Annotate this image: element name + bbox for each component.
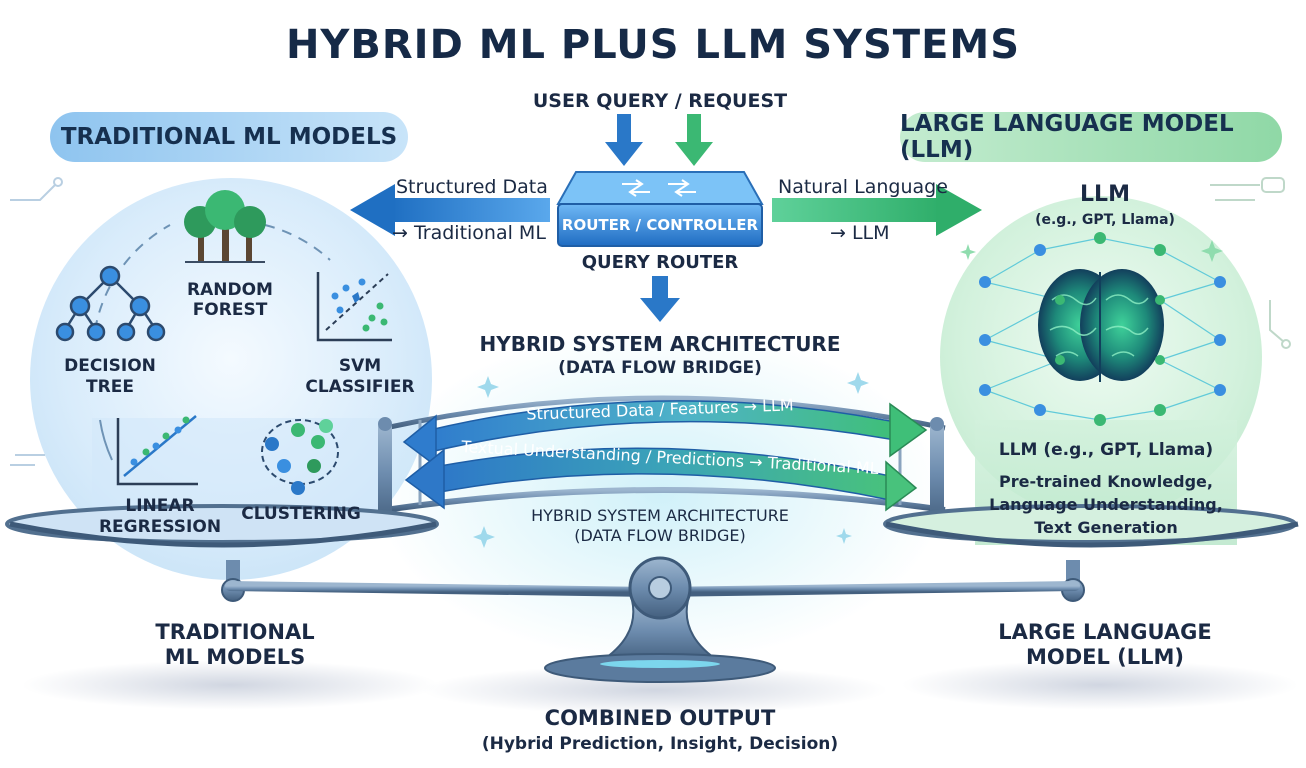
router-left-arrow bbox=[350, 184, 550, 236]
clustering-icon bbox=[261, 419, 339, 495]
llm-title: LLM bbox=[1080, 182, 1130, 207]
bridge-title: HYBRID SYSTEM ARCHITECTURE (DATA FLOW BR… bbox=[440, 332, 880, 380]
circuit-decor-right bbox=[1210, 177, 1291, 349]
random-forest-line-1: RANDOM bbox=[187, 280, 273, 300]
svm-label: SVM CLASSIFIER bbox=[300, 356, 420, 398]
traditional-ml-footer-line-2: ML MODELS bbox=[164, 645, 306, 669]
right-shadow bbox=[900, 660, 1300, 710]
bridge-caption: HYBRID SYSTEM ARCHITECTURE (DATA FLOW BR… bbox=[460, 506, 860, 546]
random-forest-label: RANDOM FOREST bbox=[170, 280, 290, 320]
llm-panel-body: Pre-trained Knowledge, Language Understa… bbox=[970, 470, 1242, 539]
bridge-structure bbox=[378, 395, 946, 524]
random-forest-icon bbox=[184, 190, 266, 263]
left-arc-1 bbox=[94, 224, 171, 331]
linear-regression-label: LINEAR REGRESSION bbox=[90, 496, 230, 538]
bridge-caption-line-2: (DATA FLOW BRIDGE) bbox=[574, 526, 746, 545]
user-query-label: USER QUERY / REQUEST bbox=[532, 90, 788, 112]
llm-brain-icon bbox=[979, 232, 1226, 426]
llm-footer-line-2: MODEL (LLM) bbox=[1025, 645, 1185, 669]
bridge-arrow-bottom bbox=[404, 447, 918, 512]
linear-regression-line-1: LINEAR bbox=[125, 496, 195, 516]
natural-language-label: Natural Language bbox=[778, 176, 948, 198]
decision-tree-icon bbox=[55, 265, 166, 342]
router-down-arrow bbox=[640, 276, 680, 322]
llm-footer-line-1: LARGE LANGUAGE bbox=[998, 620, 1212, 644]
traditional-ml-footer: TRADITIONAL ML MODELS bbox=[110, 620, 360, 670]
linear-regression-line-2: REGRESSION bbox=[98, 517, 222, 537]
query-arrow-blue bbox=[605, 114, 643, 166]
linear-regression-icon bbox=[116, 415, 198, 486]
sparkle-icons bbox=[473, 372, 869, 548]
llm-panel-line-3: Text Generation bbox=[1034, 518, 1178, 537]
router-right-arrow bbox=[772, 184, 982, 236]
bridge-caption-line-1: HYBRID SYSTEM ARCHITECTURE bbox=[531, 506, 789, 525]
bridge-title-line-2: (DATA FLOW BRIDGE) bbox=[558, 358, 762, 378]
llm-header: LARGE LANGUAGE MODEL (LLM) bbox=[900, 111, 1282, 163]
combined-output-title: COMBINED OUTPUT bbox=[544, 706, 776, 730]
decision-tree-line-1: DECISION bbox=[64, 356, 156, 376]
query-router-caption: QUERY ROUTER bbox=[581, 252, 739, 273]
router-box-label: ROUTER / CONTROLLER bbox=[561, 216, 759, 234]
llm-panel-line-1: Pre-trained Knowledge, bbox=[999, 472, 1213, 491]
traditional-ml-footer-line-1: TRADITIONAL bbox=[155, 620, 315, 644]
decision-tree-line-2: TREE bbox=[86, 377, 134, 397]
llm-footer: LARGE LANGUAGE MODEL (LLM) bbox=[960, 620, 1250, 670]
bridge-arrow-top bbox=[402, 400, 928, 468]
svm-line-1: SVM bbox=[338, 356, 382, 376]
left-arc-3 bbox=[99, 419, 113, 461]
combined-output-subtitle: (Hybrid Prediction, Insight, Decision) bbox=[481, 734, 839, 754]
page-title: HYBRID ML PLUS LLM SYSTEMS bbox=[285, 22, 1021, 68]
llm-panel-title: LLM (e.g., GPT, Llama) bbox=[998, 440, 1214, 460]
balance-scale bbox=[5, 504, 1299, 683]
svm-line-2: CLASSIFIER bbox=[305, 377, 415, 397]
decision-tree-label: DECISION TREE bbox=[50, 356, 170, 398]
clustering-label: CLUSTERING bbox=[241, 504, 361, 524]
to-llm-label: → LLM bbox=[830, 222, 890, 244]
router-box-shape bbox=[556, 171, 764, 247]
to-traditional-ml-label: → Traditional ML bbox=[392, 222, 546, 244]
svm-icon bbox=[316, 272, 392, 342]
bridge-title-line-1: HYBRID SYSTEM ARCHITECTURE bbox=[479, 332, 841, 356]
left-shadow bbox=[20, 660, 440, 710]
random-forest-line-2: FOREST bbox=[192, 300, 268, 320]
left-arc-2 bbox=[264, 224, 331, 261]
traditional-ml-header: TRADITIONAL ML MODELS bbox=[50, 112, 408, 162]
sparkle-green-icons bbox=[960, 240, 1223, 262]
circuit-decor-left bbox=[10, 177, 63, 466]
structured-data-label: Structured Data bbox=[396, 176, 548, 198]
llm-subtitle: (e.g., GPT, Llama) bbox=[1035, 212, 1175, 228]
llm-panel-line-2: Language Understanding, bbox=[989, 495, 1223, 514]
query-arrow-green bbox=[675, 114, 713, 166]
